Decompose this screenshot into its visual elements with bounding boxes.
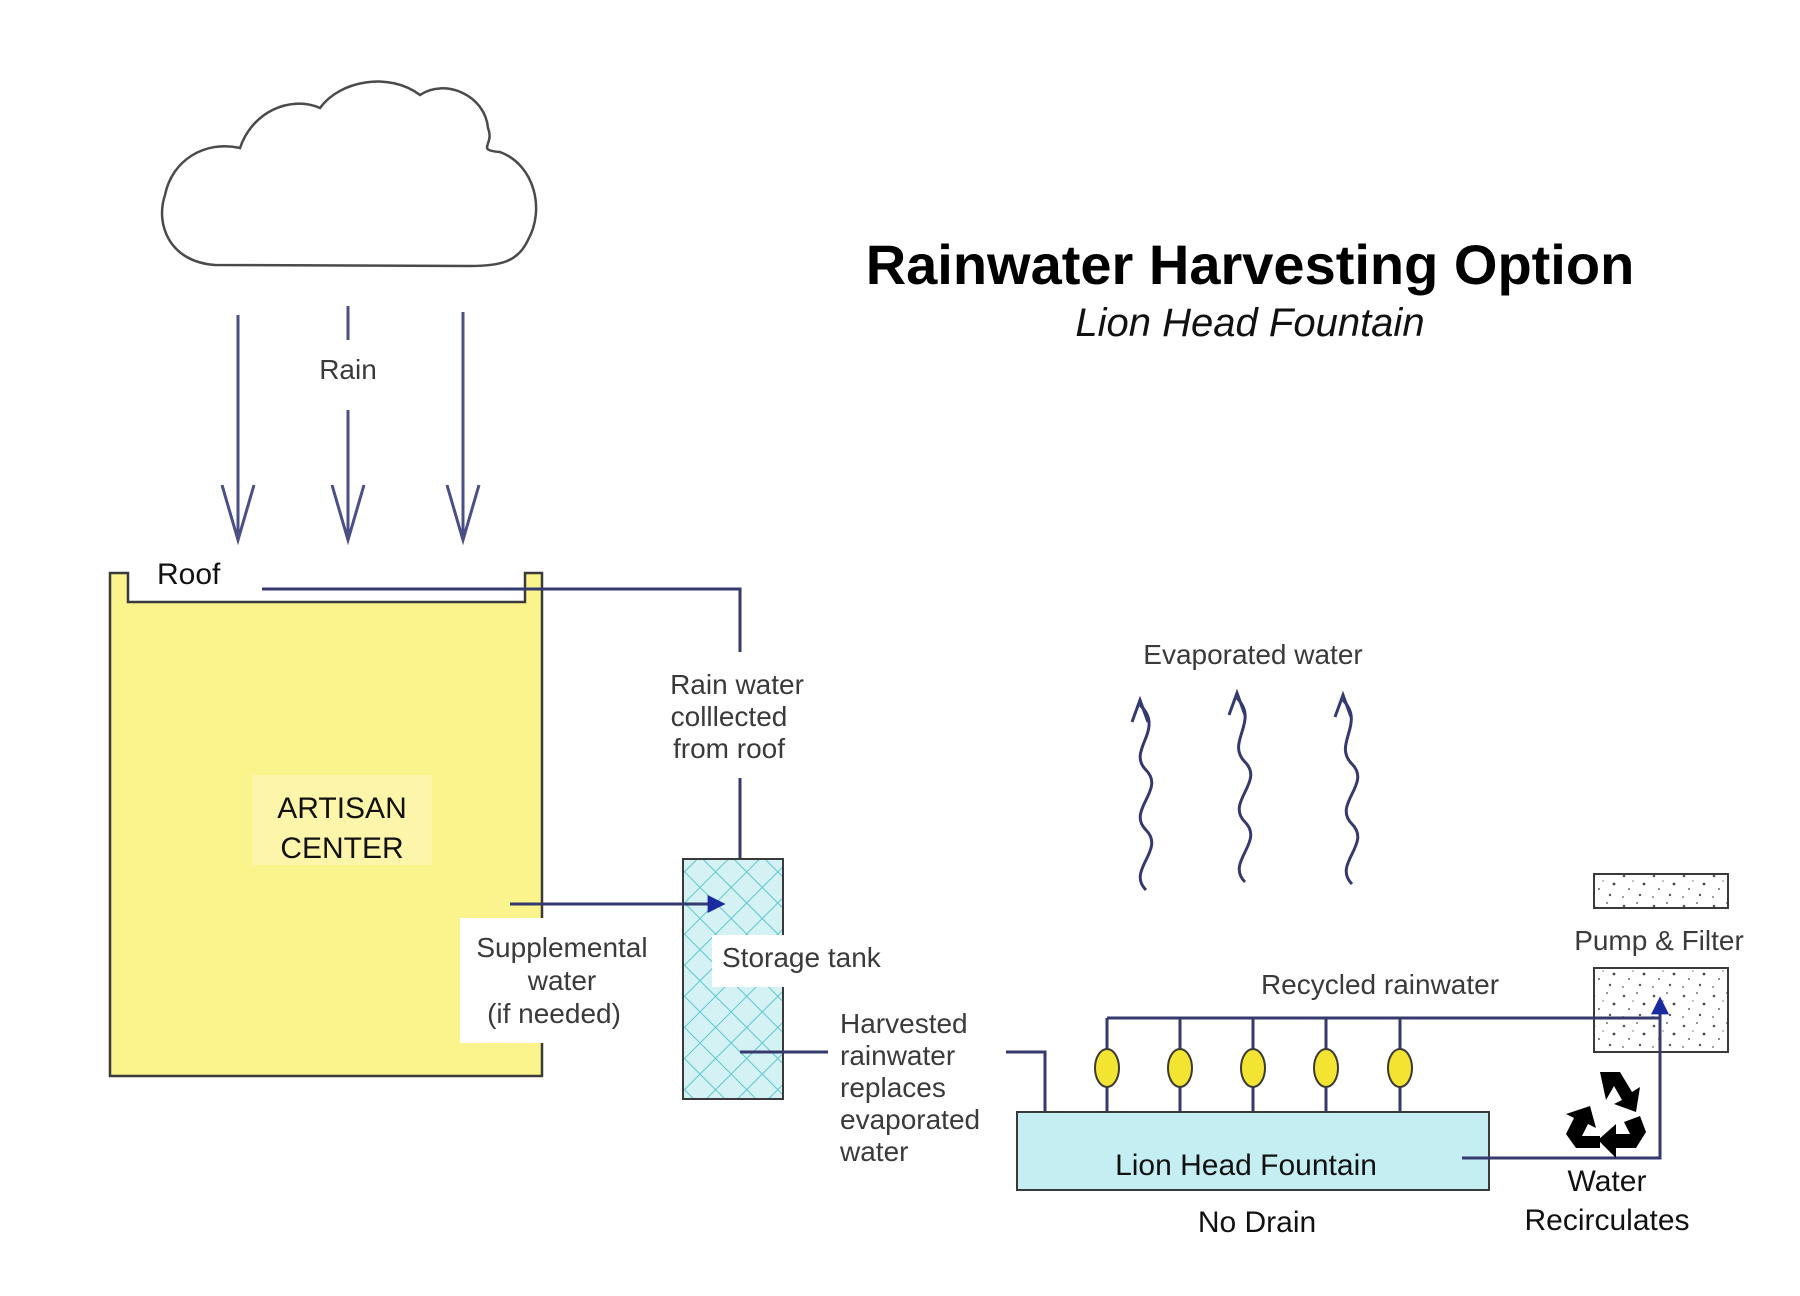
lion-head-fountain-basin xyxy=(1016,1111,1490,1191)
evaporation-arrow-2-head xyxy=(1227,688,1247,716)
nozzle-1 xyxy=(1094,1048,1120,1088)
storage-tank-label-background xyxy=(712,935,912,987)
supplemental-label-background xyxy=(460,918,660,1043)
evaporation-arrow-2 xyxy=(1235,696,1253,884)
diagram-title: Rainwater Harvesting Option xyxy=(866,233,1635,296)
building-label-background xyxy=(252,775,432,865)
harvested-label-line2: rainwater xyxy=(840,1040,955,1071)
rain-arrow-right-head xyxy=(445,484,481,546)
recirculates-label-line1: Water xyxy=(1568,1165,1647,1198)
roof-label: Roof xyxy=(157,558,221,591)
evaporation-arrow-3 xyxy=(1341,698,1360,886)
evaporated-label: Evaporated water xyxy=(1143,639,1362,670)
diagram-subtitle: Lion Head Fountain xyxy=(1075,301,1424,345)
recycled-label: Recycled rainwater xyxy=(1261,969,1499,1000)
fountain-label: Lion Head Fountain xyxy=(1115,1149,1377,1182)
building-label-line2: CENTER xyxy=(280,832,403,865)
harvested-label-line4: evaporated xyxy=(840,1104,980,1135)
rain-arrow-middle-head xyxy=(330,484,366,546)
nozzle-4 xyxy=(1313,1048,1339,1088)
storage-tank-label: Storage tank xyxy=(722,942,882,973)
rain-arrow-left-head xyxy=(220,484,256,546)
supplemental-label-line1: Supplemental xyxy=(476,932,647,963)
harvested-label-line1: Harvested xyxy=(840,1008,968,1039)
supplemental-label-line2: water xyxy=(527,965,596,996)
pump-filter-top xyxy=(1593,873,1729,909)
pump-filter-label: Pump & Filter xyxy=(1574,925,1744,956)
collected-label-line3: from roof xyxy=(673,733,785,764)
evaporation-arrow-3-head xyxy=(1333,690,1353,718)
nozzle-3 xyxy=(1240,1048,1266,1088)
building-label-line1: ARTISAN xyxy=(277,792,406,825)
nozzle-2 xyxy=(1167,1048,1193,1088)
rain-label: Rain xyxy=(319,354,377,385)
recycle-icon xyxy=(1566,1072,1646,1158)
recirculation-pipe xyxy=(1462,996,1669,1160)
rain-arrows xyxy=(220,306,481,546)
no-drain-label: No Drain xyxy=(1198,1206,1316,1239)
evaporation-arrow-1 xyxy=(1138,703,1154,892)
nozzle-5 xyxy=(1387,1048,1413,1088)
recirculates-label-line2: Recirculates xyxy=(1524,1204,1689,1237)
evaporation-arrow-1-head xyxy=(1130,695,1150,723)
collected-label-line1: Rain water xyxy=(670,669,804,700)
harvested-label-line3: replaces xyxy=(840,1072,946,1103)
harvested-label-line5: water xyxy=(839,1136,908,1167)
roof-collection-pipe xyxy=(262,587,742,652)
cloud-icon xyxy=(160,80,538,268)
collected-label-line2: colllected xyxy=(671,701,788,732)
supplemental-label-line3: (if needed) xyxy=(487,998,621,1029)
evaporation-arrows xyxy=(1130,688,1360,892)
